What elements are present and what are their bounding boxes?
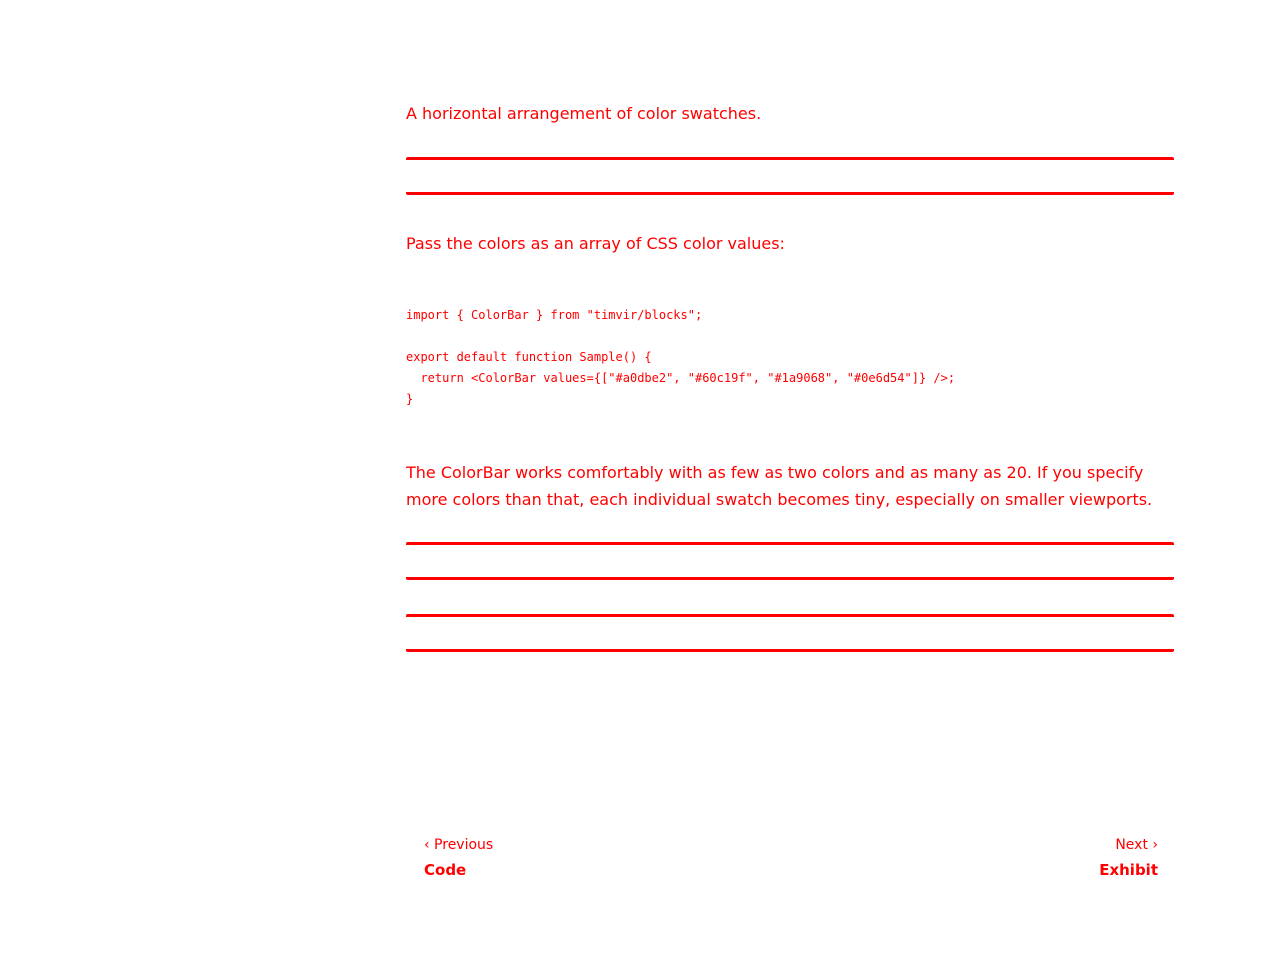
color-bar-example — [406, 157, 1174, 195]
color-bar-many — [406, 614, 1174, 652]
next-label: Next › — [1115, 837, 1158, 853]
swatch[interactable] — [406, 617, 1174, 649]
code-block: import { ColorBar } from "timvir/blocks"… — [406, 308, 956, 406]
previous-page-title: Code — [424, 861, 467, 879]
color-bar-few — [406, 542, 1174, 580]
swatch[interactable] — [790, 545, 1174, 577]
previous-page-link[interactable]: ‹ Previous Code — [424, 833, 493, 883]
previous-label: ‹ Previous — [424, 837, 494, 853]
next-page-link[interactable]: Next › Exhibit — [1099, 833, 1158, 883]
swatch[interactable] — [982, 160, 1174, 192]
note-text: The ColorBar works comfortably with as f… — [406, 463, 1153, 509]
swatch[interactable] — [598, 160, 790, 192]
swatch[interactable] — [790, 160, 982, 192]
swatch[interactable] — [406, 160, 598, 192]
next-page-title: Exhibit — [1099, 861, 1158, 879]
swatch[interactable] — [406, 545, 790, 577]
intro-text: Pass the colors as an array of CSS color… — [406, 234, 785, 253]
page-title: A horizontal arrangement of color swatch… — [406, 104, 762, 123]
